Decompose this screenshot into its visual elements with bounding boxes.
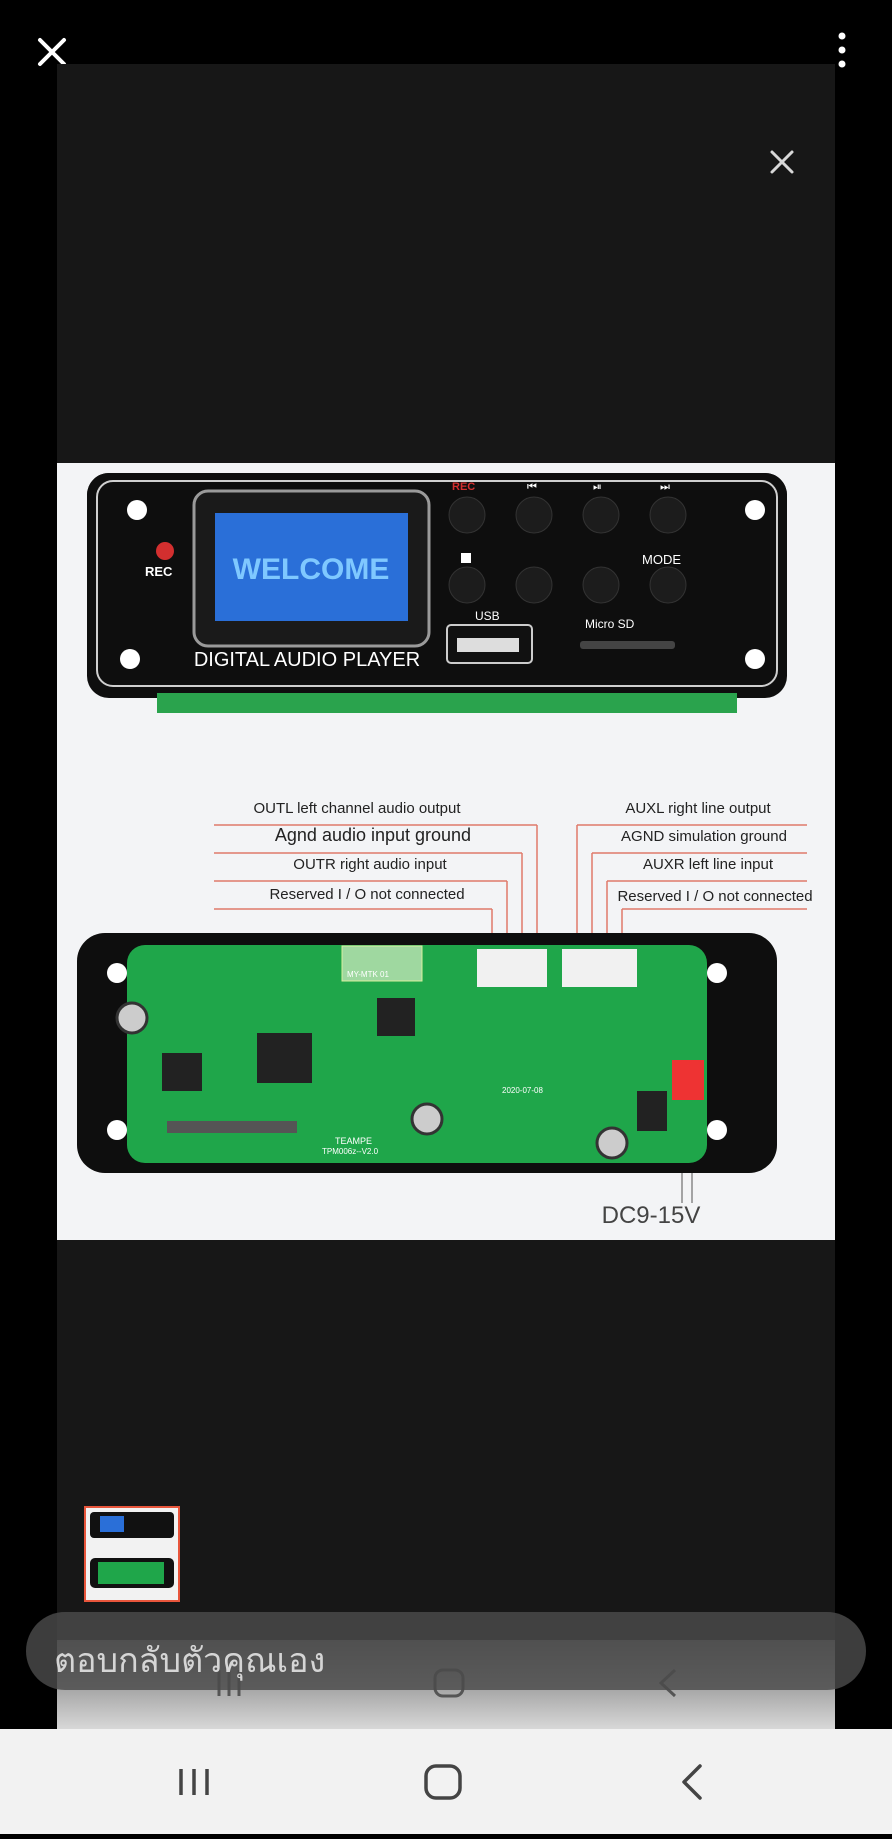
system-navigation-bar <box>0 1729 892 1834</box>
right-label-4: Reserved I / O not connected <box>617 888 812 905</box>
connector-right <box>562 949 637 987</box>
sd-slot <box>580 641 675 649</box>
viewer-close-button[interactable] <box>762 142 802 182</box>
dc-label: DC9-15V <box>602 1202 701 1229</box>
home-icon <box>424 1764 462 1800</box>
pcb-board <box>127 945 707 1163</box>
svg-text:⏯: ⏯ <box>593 481 602 493</box>
svg-text:⏮: ⏮ <box>527 481 537 493</box>
recents-button[interactable] <box>134 1729 254 1834</box>
more-options-button[interactable] <box>830 28 854 72</box>
usb-port <box>457 638 519 652</box>
usb-label: USB <box>475 609 500 623</box>
back-icon <box>682 1764 702 1800</box>
board-text-2: TPM006z--V2.0 <box>322 1147 379 1156</box>
back-button[interactable] <box>632 1729 752 1834</box>
rec-label: REC <box>145 564 173 579</box>
rec-top-label: REC <box>452 481 475 493</box>
lcd-text: WELCOME <box>233 553 390 586</box>
recents-icon <box>179 1769 209 1795</box>
left-label-2: Agnd audio input ground <box>275 825 471 845</box>
connector-left <box>477 949 547 987</box>
rec-led <box>156 542 174 560</box>
panel-label: DIGITAL AUDIO PLAYER <box>194 649 420 671</box>
micro-sd-label: Micro SD <box>585 617 635 631</box>
left-label-1: OUTL left channel audio output <box>253 800 461 817</box>
mode-label: MODE <box>642 552 681 567</box>
bt-module-text: MY-MTK 01 <box>347 970 389 979</box>
close-icon <box>770 150 794 174</box>
product-image: REC WELCOME DIGITAL AUDIO PLAYER REC ⏮ ⏯… <box>57 463 835 1240</box>
right-label-2: AGND simulation ground <box>621 828 787 845</box>
home-button[interactable] <box>383 1729 503 1834</box>
close-button[interactable] <box>30 30 74 74</box>
more-vert-icon <box>838 32 846 68</box>
power-connector <box>672 1060 704 1100</box>
image-thumbnail[interactable] <box>84 1506 180 1602</box>
svg-text:⏭: ⏭ <box>660 481 670 493</box>
board-text-3: 2020-07-08 <box>502 1086 543 1095</box>
reply-placeholder: ตอบกลับตัวคุณเอง <box>54 1642 326 1680</box>
left-label-4: Reserved I / O not connected <box>269 886 464 903</box>
close-icon <box>38 38 66 66</box>
board-text-1: TEAMPE <box>335 1136 372 1146</box>
reply-input[interactable] <box>26 1612 866 1690</box>
right-label-1: AUXL right line output <box>625 800 771 817</box>
left-label-3: OUTR right audio input <box>293 856 447 873</box>
right-label-3: AUXR left line input <box>643 856 774 873</box>
lcd-screen <box>215 513 408 621</box>
